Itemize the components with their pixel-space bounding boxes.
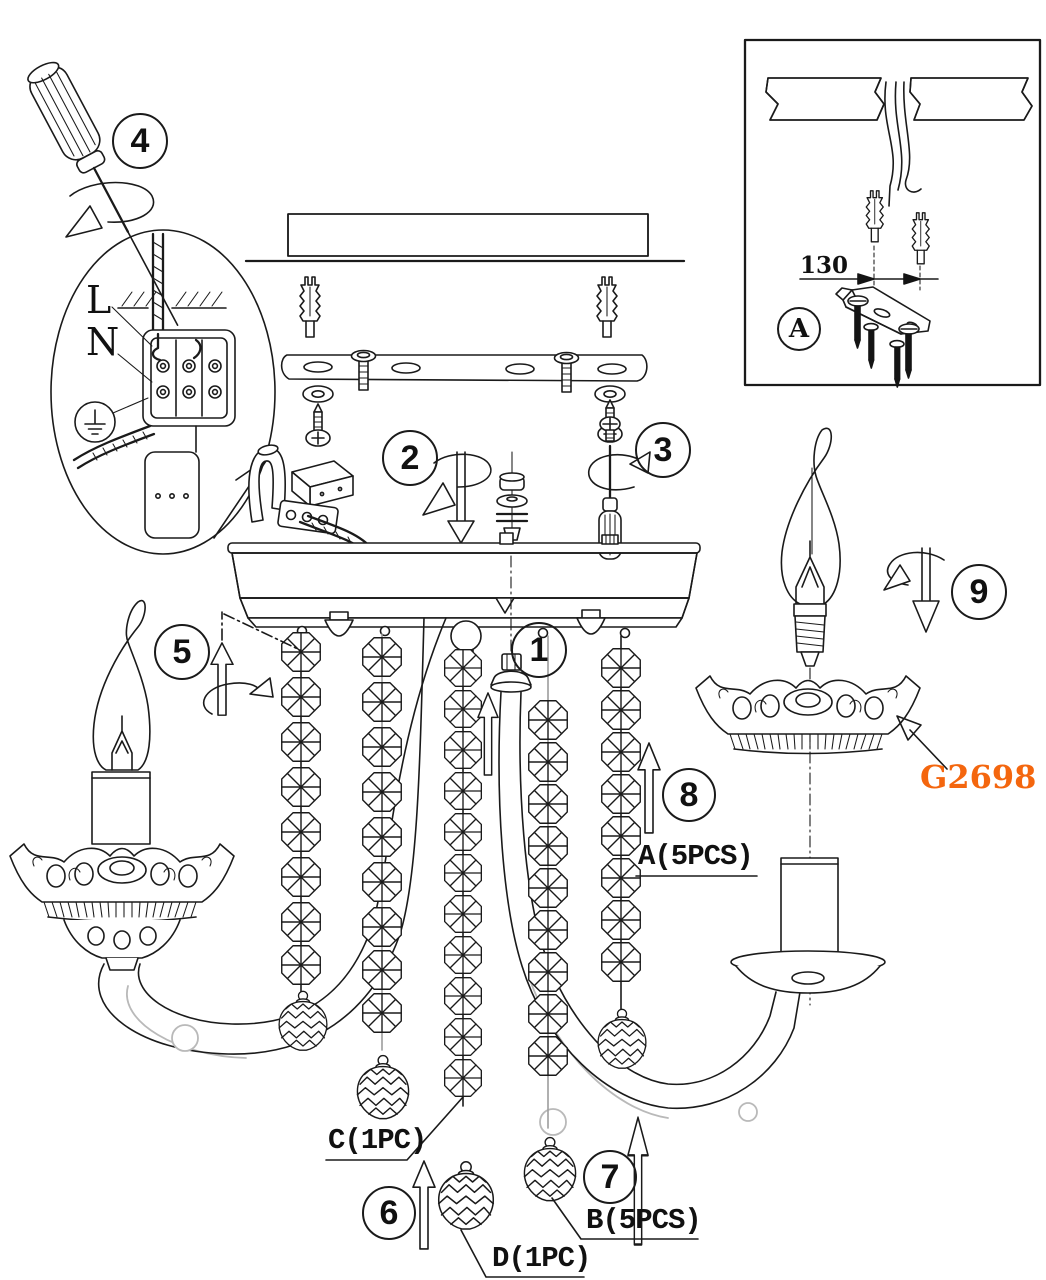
step-9-badge: 9 (951, 564, 1007, 620)
label-ball-d: D(1PC) (492, 1242, 591, 1275)
crystal-ball-b (523, 1136, 577, 1202)
nut-stack (495, 451, 529, 549)
step-8-number: 8 (679, 775, 699, 814)
step-5-badge: 5 (154, 624, 210, 680)
threaded-post (601, 534, 619, 545)
bead-chain-4 (528, 635, 568, 1129)
alignment-dash-lines (221, 611, 301, 651)
bead-chain-c (443, 649, 483, 1107)
neutral-leader-line (117, 353, 153, 383)
step-9-number: 9 (969, 572, 989, 611)
step-6-number: 6 (379, 1193, 399, 1232)
canopy-scroll-band (231, 552, 698, 599)
step-2-number: 2 (400, 438, 420, 477)
step-5-number: 5 (172, 632, 192, 671)
down-arrow-step2 (447, 451, 475, 544)
step-4-badge: 4 (112, 113, 168, 169)
washer-left (302, 385, 334, 403)
inset-a-letter: A (788, 314, 810, 344)
bar-stud-right (553, 351, 580, 393)
arm-dot (539, 1108, 567, 1136)
left-bobeche (9, 843, 235, 971)
step-7-badge: 7 (583, 1150, 637, 1204)
step-1-badge: 1 (511, 622, 567, 678)
dimension-130: 130 (800, 252, 849, 279)
step-7-number: 7 (600, 1157, 620, 1196)
step-8-badge: 8 (662, 768, 716, 822)
rotation-arrow-step5 (202, 677, 274, 715)
up-arrow-step5 (210, 642, 234, 716)
step-6-badge: 6 (362, 1186, 416, 1240)
hanger-hook (499, 532, 514, 545)
inset-a-badge: A (777, 307, 821, 351)
crystal-ball-d (437, 1161, 495, 1230)
crystal-ball (356, 1054, 410, 1120)
arm-highlight-left (126, 985, 247, 1059)
wiring-detail-ellipse (50, 229, 276, 555)
step-2-badge: 2 (382, 430, 438, 486)
phillips-screw-step3 (599, 416, 621, 442)
rotation-arrow-step4 (65, 181, 155, 238)
mains-cable (151, 232, 165, 332)
arm-dot (171, 1024, 199, 1052)
candle-sleeve-left (91, 771, 151, 845)
cable-exit (72, 424, 156, 470)
canopy-flute-band (239, 597, 690, 619)
right-arm (498, 691, 801, 1110)
bead-chain-a (601, 635, 641, 1011)
detail-ceiling-hatch (117, 291, 227, 309)
candle-bulb-left (92, 599, 151, 771)
driver-box (291, 460, 354, 507)
candle-bulb-right (780, 427, 841, 667)
screwdriver-large (27, 61, 179, 326)
label-leader-lines (325, 875, 758, 1278)
step-4-number: 4 (130, 121, 150, 160)
bead-chain-2 (362, 633, 402, 1051)
junction-box (144, 451, 200, 539)
live-leader-line (111, 306, 153, 347)
bulb-base (793, 603, 827, 617)
bar-stud-left (350, 349, 377, 391)
label-chain-a: A(5PCS) (638, 840, 754, 873)
left-arm (97, 617, 447, 1055)
socket-cup-left (324, 611, 354, 637)
part-code-g2698: G2698 (920, 758, 1037, 796)
inset-dimension-line (799, 245, 939, 291)
right-bobeche-g2698 (695, 675, 921, 755)
ceiling-hatch (244, 213, 686, 263)
arm-dot (738, 1102, 758, 1122)
earth-ground-icon (74, 397, 149, 443)
up-arrow-step8 (637, 742, 661, 834)
label-ball-b: B(5PCS) (586, 1204, 702, 1237)
canopy (227, 532, 701, 628)
washer-right (594, 385, 626, 403)
step-3-number: 3 (653, 430, 673, 469)
mounting-bar (280, 349, 648, 393)
mounting-screw-left (305, 403, 331, 447)
step-3-badge: 3 (635, 422, 691, 478)
label-chain-c: C(1PC) (328, 1124, 427, 1157)
step-1-number: 1 (529, 630, 549, 669)
terminal-block (142, 329, 236, 427)
wall-anchor-right (596, 276, 618, 338)
bulb-thread-e14 (794, 615, 826, 653)
inset-bracket-screws (847, 295, 920, 388)
up-arrow-step6 (412, 1160, 436, 1250)
rotation-arrow-step9 (883, 547, 945, 633)
red-pointer-arrow (896, 715, 948, 770)
bead-chain-1 (281, 632, 321, 997)
wall-anchor-left (299, 276, 321, 338)
wire-l-label: L (86, 278, 112, 322)
arm-cup-right (730, 950, 886, 994)
wire-n-label: N (86, 320, 120, 364)
socket-cup-right (576, 609, 606, 635)
crystal-ball (597, 1008, 647, 1069)
candle-sleeve-right (780, 857, 839, 959)
rotation-arrow-step2 (422, 453, 492, 516)
inset-ceiling-hatch (765, 77, 1033, 121)
inset-mains-wires (884, 81, 922, 207)
